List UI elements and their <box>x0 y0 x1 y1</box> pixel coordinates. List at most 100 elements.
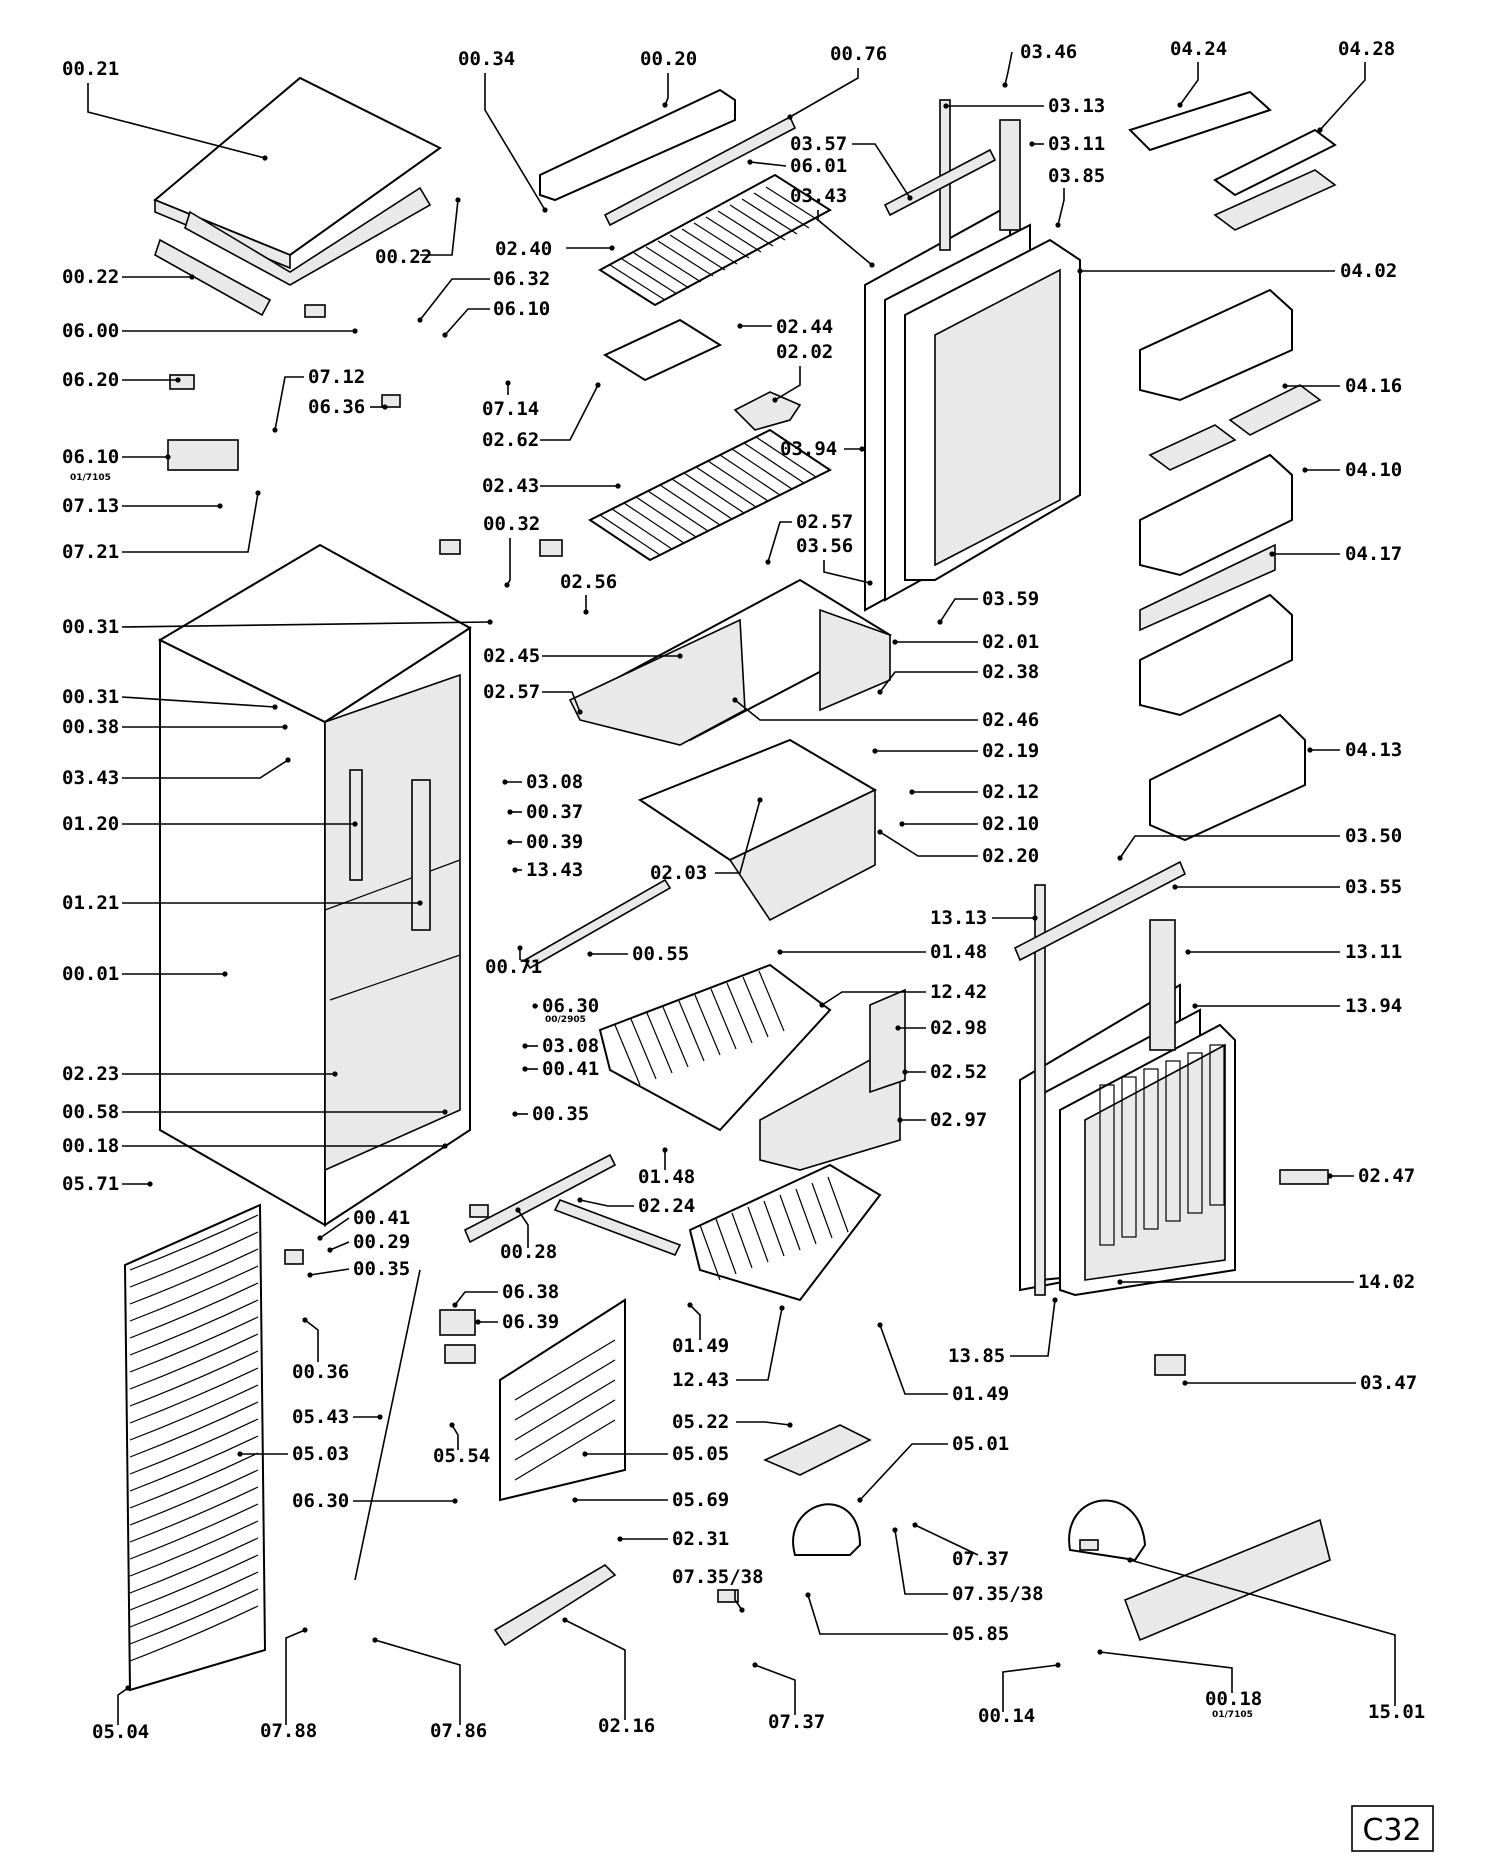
freezer-door-panel <box>934 268 1061 567</box>
freezer-basket-lower <box>688 1163 882 1302</box>
leader-line <box>1099 1651 1233 1693</box>
basket-wire <box>699 1224 721 1281</box>
shelf-wire <box>633 252 690 289</box>
liner-rib <box>1165 1060 1181 1222</box>
top-cover-base <box>184 186 432 286</box>
egg-tray-2 <box>1148 424 1237 471</box>
part-label: 00.22 <box>62 266 119 288</box>
part-label: 03.43 <box>790 185 847 207</box>
leader-dot <box>285 757 291 763</box>
part-label: 02.12 <box>982 781 1039 803</box>
leader-line <box>542 691 581 713</box>
leader-dot <box>1172 884 1178 890</box>
small-component <box>539 539 563 557</box>
leader-dot <box>739 1607 745 1613</box>
leader-line <box>122 759 289 779</box>
condenser-tube <box>129 1588 259 1645</box>
parts-drawing <box>123 76 1337 1692</box>
leader-dot <box>877 689 883 695</box>
part-label: 02.16 <box>598 1715 655 1737</box>
leader-dot <box>687 1302 693 1308</box>
door-bin-lower <box>1139 593 1293 717</box>
liner-rib <box>1099 1084 1115 1246</box>
part-label: 01.49 <box>672 1335 729 1357</box>
leader-dot <box>892 639 898 645</box>
leader-line <box>419 278 490 321</box>
basket-wire <box>779 1194 801 1251</box>
leader-dot <box>609 245 615 251</box>
leader-dot <box>189 274 195 280</box>
part-label: 06.10 <box>493 298 550 320</box>
leader-dot <box>819 1002 825 1008</box>
leader-dot <box>577 709 583 715</box>
shelf-wire <box>729 204 786 241</box>
leader-dot <box>1127 1557 1133 1563</box>
leader-dot <box>382 404 388 410</box>
leader-line <box>774 366 801 401</box>
leader-dot <box>662 102 668 108</box>
leader-line <box>789 68 859 118</box>
part-label: 12.43 <box>672 1369 729 1391</box>
part-label: 05.04 <box>92 1721 149 1743</box>
part-label: 01.48 <box>930 941 987 963</box>
butter-tray <box>1213 128 1337 197</box>
part-label: 03.50 <box>1345 825 1402 847</box>
leader-dot <box>867 580 873 586</box>
condenser-tube <box>129 1299 259 1356</box>
part-label: 03.56 <box>796 535 853 557</box>
leader-dot <box>442 1109 448 1115</box>
leader-dot <box>532 1003 538 1009</box>
leader-line <box>817 210 873 266</box>
part-label: 04.10 <box>1345 459 1402 481</box>
part-label: 13.13 <box>930 907 987 929</box>
basket-wire <box>811 1182 833 1239</box>
leader-dot <box>372 1637 378 1643</box>
part-label: 03.59 <box>982 588 1039 610</box>
part-label: 00.32 <box>483 513 540 535</box>
part-label: 00.31 <box>62 686 119 708</box>
condenser-tube <box>129 1486 259 1543</box>
leader-line <box>117 1687 129 1725</box>
part-label: 02.98 <box>930 1017 987 1039</box>
leader-line <box>1057 188 1065 226</box>
condenser-tube <box>129 1367 259 1424</box>
leader-line <box>579 1199 634 1207</box>
leader-dot <box>859 446 865 452</box>
leader-dot <box>747 159 753 165</box>
capillary-tube <box>354 1269 421 1581</box>
part-label: 03.11 <box>1048 133 1105 155</box>
condenser-tube <box>129 1537 259 1594</box>
part-label: 07.35/38 <box>952 1583 1044 1605</box>
leader-dot <box>869 262 875 268</box>
page-reference-text: C32 <box>1362 1813 1421 1848</box>
leader-dot <box>515 1207 521 1213</box>
part-label: 00.38 <box>62 716 119 738</box>
part-label: 00.35 <box>532 1103 589 1125</box>
shelf-wire <box>693 222 750 259</box>
leader-dot <box>772 397 778 403</box>
leader-dot <box>777 949 783 955</box>
leader-dot <box>877 829 883 835</box>
part-label: 13.11 <box>1345 941 1402 963</box>
small-component <box>469 1204 489 1218</box>
leader-dot <box>504 582 510 588</box>
leader-dot <box>1282 383 1288 389</box>
leader-dot <box>1177 102 1183 108</box>
leader-dot <box>562 1617 568 1623</box>
part-label: 02.56 <box>560 571 617 593</box>
leader-dot <box>455 197 461 203</box>
leader-line <box>517 1209 529 1248</box>
shelf-wire <box>707 460 769 502</box>
leader-line <box>454 1291 498 1306</box>
part-label: 04.17 <box>1345 543 1402 565</box>
small-component <box>304 304 326 318</box>
part-label: 07.37 <box>768 1711 825 1733</box>
condenser-tube <box>129 1265 259 1322</box>
part-label: 05.05 <box>672 1443 729 1465</box>
leader-dot <box>517 945 523 951</box>
leader-line <box>87 83 266 159</box>
leader-line <box>444 308 490 336</box>
part-label: 02.38 <box>982 661 1039 683</box>
basket-wire <box>731 1212 753 1269</box>
leader-dot <box>1055 222 1061 228</box>
